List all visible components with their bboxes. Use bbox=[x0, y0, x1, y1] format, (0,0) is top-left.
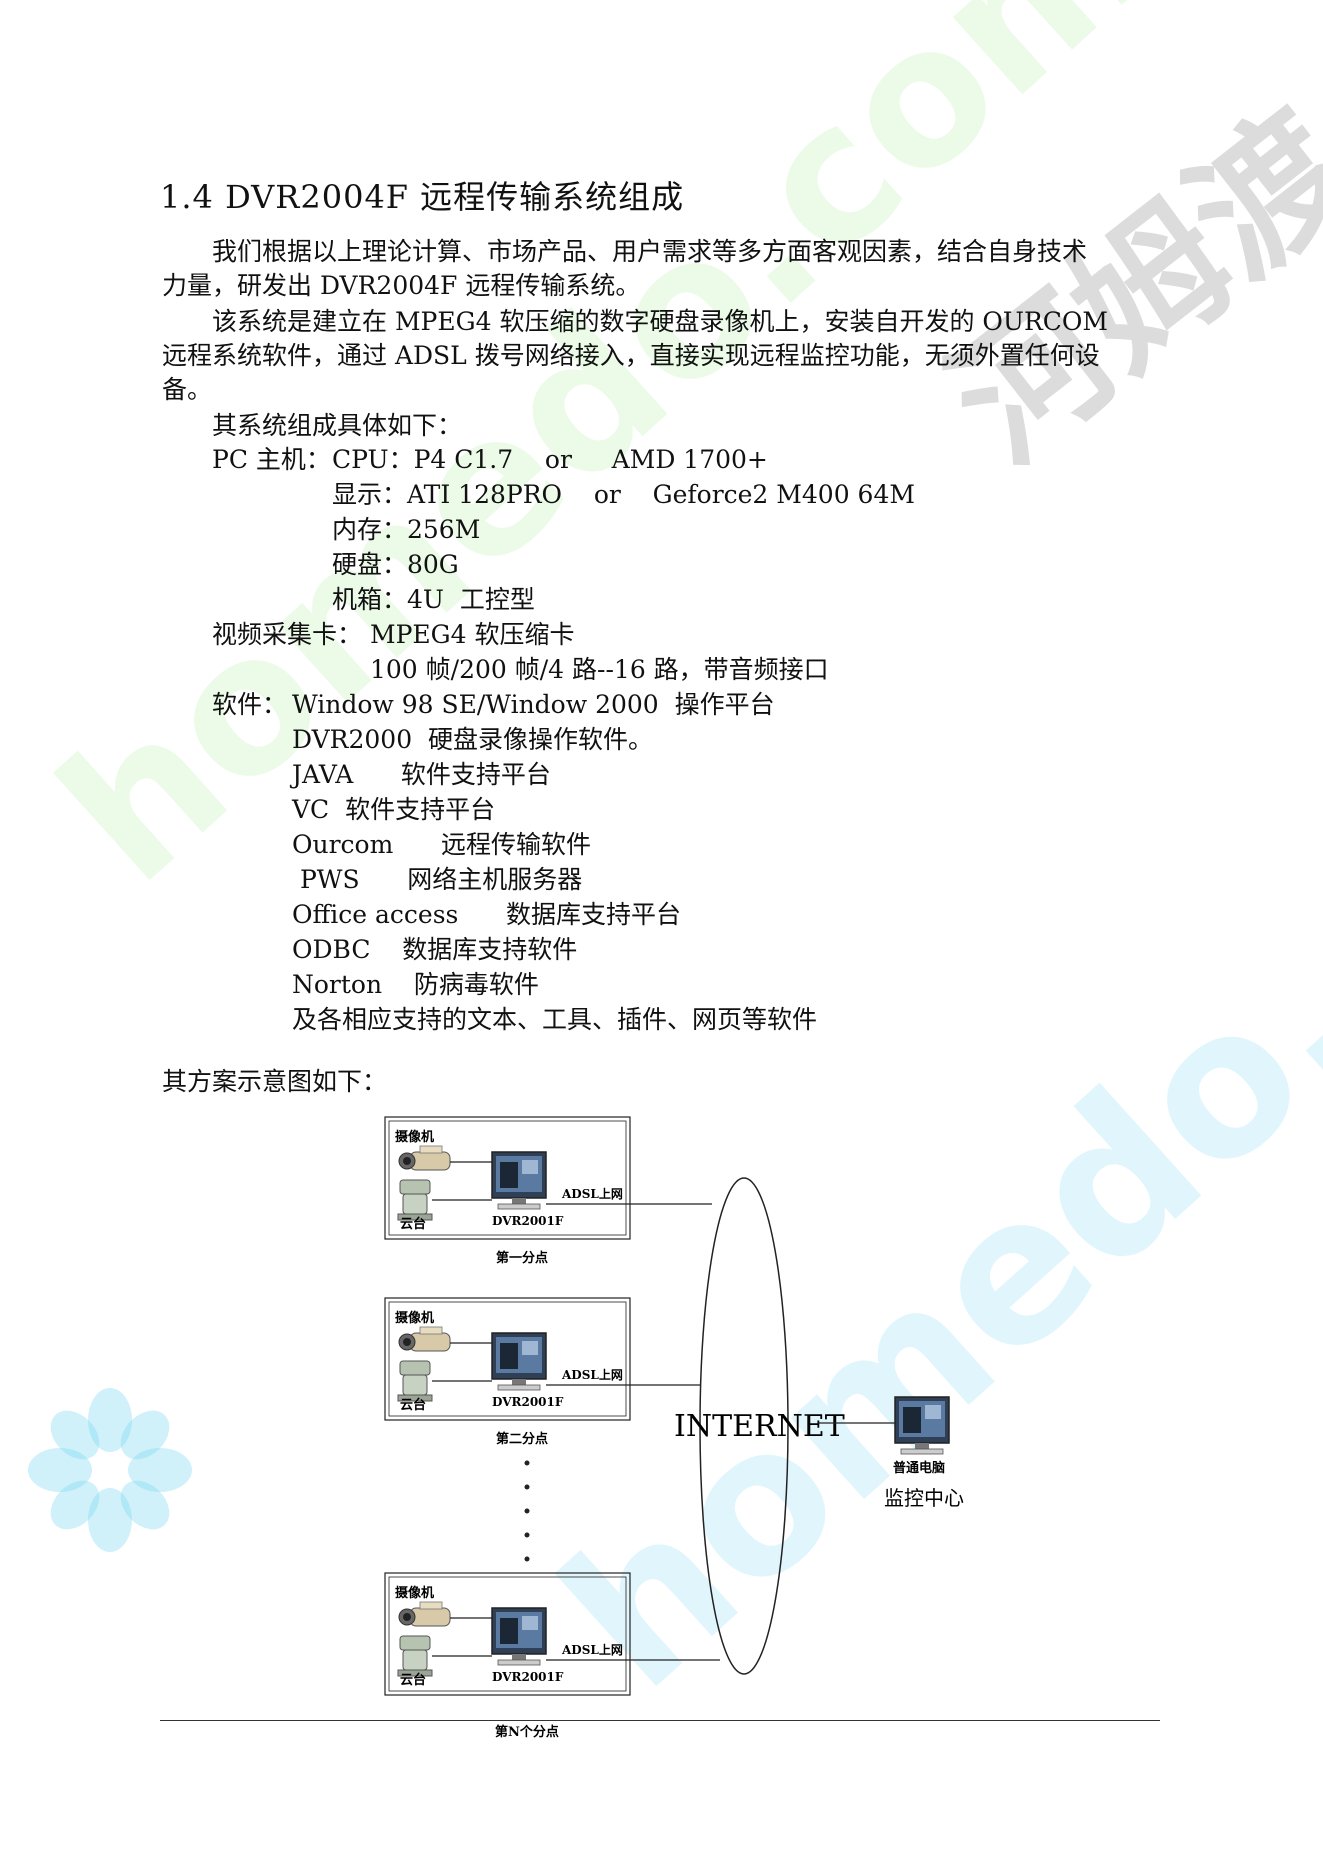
ptz-label: 云台 bbox=[400, 1397, 426, 1413]
dvr-label: DVR2001F bbox=[492, 1214, 564, 1228]
ptz-label: 云台 bbox=[400, 1672, 426, 1688]
site-label-1: 第一分点 bbox=[496, 1250, 548, 1266]
ellipsis-dots bbox=[524, 1460, 530, 1562]
adsl-label: ADSL上网 bbox=[561, 1186, 623, 1201]
monitoring-center-label: 监控中心 bbox=[884, 1486, 964, 1510]
software-item: DVR2000 硬盘录像操作软件。 bbox=[292, 725, 653, 754]
adsl-label: ADSL上网 bbox=[561, 1367, 623, 1382]
software-item: JAVA 软件支持平台 bbox=[292, 760, 551, 789]
capture-card-2: 100 帧/200 帧/4 路--16 路，带音频接口 bbox=[370, 655, 829, 684]
site-box-1: 摄像机 云台 DVR2001F ADSL上网 第一分点 bbox=[384, 1116, 712, 1266]
pc-label: 普通电脑 bbox=[893, 1460, 945, 1476]
ptz-icon bbox=[397, 1360, 433, 1402]
paragraph-2-line-2: 远程系统软件，通过 ADSL 拨号网络接入，直接实现远程监控功能，无须外置任何设 bbox=[162, 341, 1100, 370]
software-item: 及各相应支持的文本、工具、插件、网页等软件 bbox=[292, 1005, 818, 1034]
camera-icon bbox=[398, 1326, 451, 1352]
pc-label: PC 主机： bbox=[212, 445, 331, 474]
ptz-label: 云台 bbox=[400, 1216, 426, 1232]
internet-label: INTERNET bbox=[674, 1409, 845, 1444]
spec-disk: 硬盘：80G bbox=[332, 550, 459, 579]
ptz-icon bbox=[397, 1179, 433, 1221]
software-item: VC 软件支持平台 bbox=[292, 795, 496, 824]
software-item: PWS 网络主机服务器 bbox=[292, 865, 583, 894]
spec-chassis: 机箱：4U 工控型 bbox=[332, 585, 535, 614]
camera-icon bbox=[398, 1145, 451, 1171]
site-label-n: 第N个分点 bbox=[495, 1724, 559, 1740]
paragraph-2-line-1: 该系统是建立在 MPEG4 软压缩的数字硬盘录像机上，安装自开发的 OURCOM bbox=[212, 307, 1108, 336]
adsl-label: ADSL上网 bbox=[561, 1642, 623, 1657]
dvr-monitor-icon bbox=[491, 1151, 547, 1210]
site-box-2: 摄像机 云台 DVR2001F ADSL上网 第二分点 bbox=[384, 1297, 700, 1447]
software-item: Norton 防病毒软件 bbox=[292, 970, 539, 999]
camera-label: 摄像机 bbox=[395, 1310, 434, 1326]
dvr-monitor-icon bbox=[491, 1607, 547, 1666]
internet-cloud bbox=[699, 1177, 789, 1675]
footer-rule bbox=[160, 1720, 1160, 1721]
capture-card-label: 视频采集卡： bbox=[212, 620, 363, 649]
paragraph-1-line-2: 力量，研发出 DVR2004F 远程传输系统。 bbox=[162, 271, 641, 300]
site-box-n: 摄像机 云台 DVR2001F ADSL上网 第N个分点 bbox=[384, 1572, 720, 1740]
flower-logo-icon bbox=[28, 1388, 192, 1552]
pc-monitor-icon bbox=[894, 1396, 950, 1455]
software-item: Ourcom 远程传输软件 bbox=[292, 830, 591, 859]
site-label-2: 第二分点 bbox=[496, 1431, 548, 1447]
paragraph-1-line-1: 我们根据以上理论计算、市场产品、用户需求等多方面客观因素，结合自身技术 bbox=[212, 237, 1088, 266]
software-item: Window 98 SE/Window 2000 操作平台 bbox=[292, 690, 775, 719]
capture-card-1: MPEG4 软压缩卡 bbox=[370, 620, 575, 649]
dvr-monitor-icon bbox=[491, 1332, 547, 1391]
paragraph-3: 其系统组成具体如下： bbox=[212, 411, 463, 440]
software-item: Office access 数据库支持平台 bbox=[292, 900, 682, 929]
camera-icon bbox=[398, 1601, 451, 1627]
software-label: 软件： bbox=[212, 690, 288, 719]
software-item: ODBC 数据库支持软件 bbox=[292, 935, 578, 964]
spec-display: 显示：ATI 128PRO or Geforce2 M400 64M bbox=[332, 480, 915, 509]
dvr-label: DVR2001F bbox=[492, 1670, 564, 1684]
spec-memory: 内存：256M bbox=[332, 515, 481, 544]
dvr-label: DVR2001F bbox=[492, 1395, 564, 1409]
section-title: 1.4 DVR2004F 远程传输系统组成 bbox=[160, 178, 685, 216]
diagram-intro: 其方案示意图如下： bbox=[162, 1067, 388, 1096]
camera-label: 摄像机 bbox=[395, 1129, 434, 1145]
ptz-icon bbox=[397, 1635, 433, 1677]
spec-cpu: CPU：P4 C1.7 or AMD 1700+ bbox=[332, 445, 768, 474]
paragraph-2-line-3: 备。 bbox=[162, 375, 213, 404]
camera-label: 摄像机 bbox=[395, 1585, 434, 1601]
